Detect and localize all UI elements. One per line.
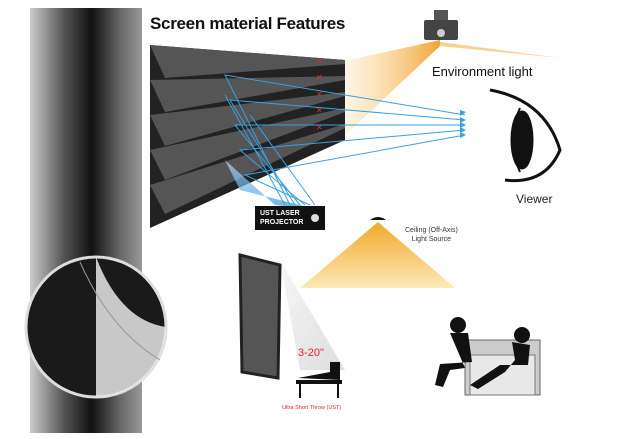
diagram-title: Screen material Features bbox=[150, 14, 346, 33]
svg-text:✕: ✕ bbox=[316, 123, 323, 132]
viewers-on-sofa bbox=[435, 317, 541, 396]
environment-light-label: Environment light bbox=[432, 64, 533, 79]
eye-icon bbox=[489, 88, 562, 183]
environment-light-beam bbox=[340, 40, 440, 140]
projection-throw bbox=[280, 260, 345, 370]
ceiling-label-line2: Light Source bbox=[411, 236, 452, 243]
ust-projector-label-line2: PROJECTOR bbox=[260, 219, 304, 226]
ceiling-light-label: Ceiling (Off-Axis) Light Source bbox=[405, 226, 458, 244]
ceiling-light-cone bbox=[300, 222, 455, 288]
svg-text:✕: ✕ bbox=[316, 73, 323, 82]
throw-distance-label: 3-20" bbox=[298, 347, 324, 359]
svg-text:✕: ✕ bbox=[316, 57, 323, 66]
ust-screen-panel bbox=[238, 253, 282, 380]
magnifier-circle bbox=[24, 255, 168, 399]
ceiling-label-line1: Ceiling (Off-Axis) bbox=[405, 227, 458, 234]
projector-table bbox=[296, 362, 342, 398]
ray-arrowheads bbox=[460, 110, 466, 138]
viewer-label: Viewer bbox=[516, 192, 553, 206]
ust-caption: Ultra Short Throw (UST) bbox=[282, 405, 342, 411]
projector-ceiling-icon bbox=[424, 10, 458, 40]
reject-marks: ✕ ✕ ✕ ✕ ✕ bbox=[316, 57, 323, 132]
svg-text:✕: ✕ bbox=[316, 90, 323, 99]
ust-projector-label-line1: UST LASER bbox=[260, 210, 300, 217]
ceiling-light-icon bbox=[370, 217, 386, 220]
projector-rays bbox=[224, 74, 466, 206]
svg-text:✕: ✕ bbox=[316, 106, 323, 115]
